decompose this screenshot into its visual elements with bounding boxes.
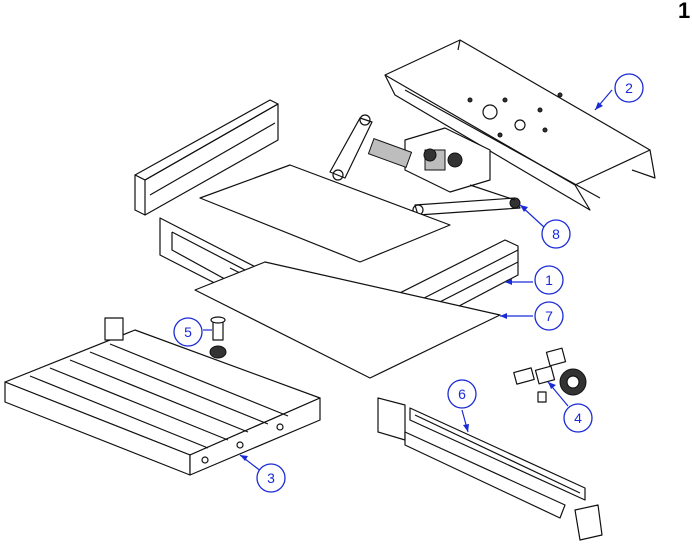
- callout-2: 2: [614, 73, 644, 103]
- bottom-sheet: [194, 261, 501, 379]
- guide-rail: [377, 397, 603, 541]
- callout-4-label: 4: [574, 410, 582, 426]
- callout-7-label: 7: [545, 308, 553, 324]
- callout-1: 1: [534, 265, 564, 295]
- callout-2-label: 2: [625, 80, 633, 96]
- callout-5: 5: [173, 317, 203, 347]
- motor-linkage: [329, 114, 521, 216]
- callout-3-label: 3: [267, 470, 275, 486]
- callout-6: 6: [447, 379, 477, 409]
- page-number: 1: [678, 0, 691, 23]
- callout-5-label: 5: [184, 324, 192, 340]
- callout-7: 7: [534, 301, 564, 331]
- callout-6-label: 6: [458, 386, 466, 402]
- callout-1-label: 1: [545, 272, 553, 288]
- callout-3: 3: [256, 463, 286, 493]
- callout-leaders: [203, 89, 613, 473]
- callout-8: 8: [541, 219, 571, 249]
- mounting-plate: [384, 39, 656, 211]
- step-tread: [4, 317, 321, 476]
- callout-8-label: 8: [552, 226, 560, 242]
- top-sheet: [199, 164, 451, 263]
- upper-left-rail: [134, 99, 279, 216]
- gear-set: [513, 347, 587, 403]
- callout-4: 4: [563, 403, 593, 433]
